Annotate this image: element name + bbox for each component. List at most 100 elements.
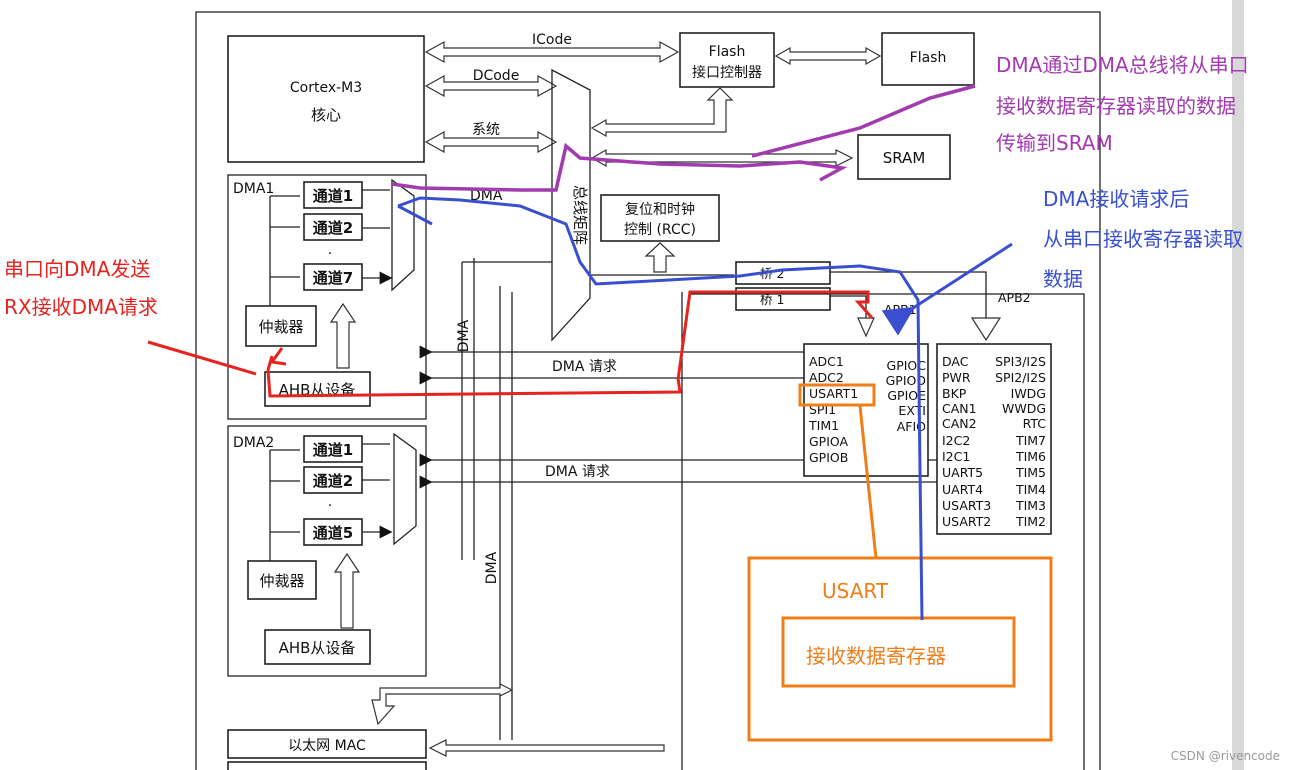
dma2-arbiter: 仲裁器: [259, 572, 304, 590]
apb2-left-1: ADC2: [809, 370, 844, 385]
apb2-arrow-head: [970, 317, 1002, 342]
cortex-label: Cortex-M3: [290, 80, 362, 96]
apb2-label: APB2: [998, 290, 1031, 305]
red-pointer-line: [147, 340, 257, 376]
dma2-ahb-slave: AHB从设备: [279, 639, 356, 657]
bus-matrix-label: 总线矩阵: [571, 185, 589, 245]
apb2-right-3: EXTI: [898, 403, 926, 418]
apb1-arrow-head: [857, 317, 875, 338]
red-arrow-head: [269, 347, 287, 366]
apb1-right-7: TIM5: [1015, 465, 1046, 480]
dma2-channel-5: 通道5: [313, 524, 353, 542]
apb1-right-0: SPI3/I2S: [995, 354, 1046, 369]
dma1-title: DMA1: [233, 181, 274, 197]
dma-bus-label: DMA: [470, 188, 503, 204]
dma2-title: DMA2: [233, 435, 274, 451]
dma-bus-columns: [461, 258, 552, 740]
blue-annotation-line3: 数据: [1043, 267, 1083, 291]
watermark: CSDN @rivencode: [1171, 749, 1280, 763]
vertical-dma-label-2: DMA: [484, 551, 500, 584]
cortex-core-block: Cortex-M3 核心: [227, 35, 425, 163]
red-request-path-bottom: [266, 355, 682, 398]
blue-read-path: [397, 196, 924, 621]
rcc-arrow: [644, 242, 676, 273]
apb1-left-5: I2C2: [942, 433, 970, 448]
dma2-channel-2: 通道2: [313, 472, 353, 490]
flash-link-arrow: [774, 46, 882, 66]
apb1-right-5: TIM7: [1015, 433, 1046, 448]
apb1-right-3: WWDG: [1002, 401, 1046, 416]
dma2-channel-1: 通道1: [313, 441, 353, 459]
red-request-path-top: [676, 290, 874, 381]
core-bus-arrows: ICode DCode 系统: [424, 32, 680, 154]
dma1-channel-7: 通道7: [313, 269, 353, 287]
apb2-left-4: TIM1: [808, 418, 839, 433]
apb1-left-7: UART5: [942, 465, 983, 480]
flash-ctrl-label: Flash: [709, 44, 746, 60]
dma1-block: DMA1 通道1 通道2 · 通道7 仲裁器 AHB从设备: [227, 174, 427, 420]
apb-frame-lines: [681, 292, 1085, 770]
rx-register-label: 接收数据寄存器: [806, 644, 946, 668]
apb1-right-2: IWDG: [1011, 386, 1046, 401]
dma1-channel-1: 通道1: [313, 187, 353, 205]
ethernet-link-arrow: [428, 739, 665, 757]
usart1-connector: [858, 405, 878, 559]
apb1-left-10: USART2: [942, 514, 991, 529]
usart1-highlight: [798, 383, 876, 407]
usart-box-label: USART: [822, 579, 889, 603]
purple-annotation-line2: 接收数据寄存器读取的数据: [996, 94, 1236, 118]
scrollbar-track[interactable]: [1232, 0, 1244, 770]
purple-annotation-line1: DMA通过DMA总线将从串口: [996, 53, 1249, 77]
ethernet-arrow: [371, 683, 514, 726]
vertical-dma-label-1: DMA: [456, 319, 472, 352]
apb1-left-8: UART4: [942, 482, 983, 497]
apb1-right-1: SPI2/I2S: [995, 370, 1046, 385]
rcc-block: 复位和时钟 控制 (RCC): [600, 194, 720, 242]
blue-read-path-tail: [397, 204, 433, 226]
apb1-left-0: DAC: [942, 354, 969, 369]
rcc-label: 复位和时钟: [625, 201, 695, 218]
cortex-core-label: 核心: [311, 106, 341, 124]
rx-register-box: [781, 616, 1016, 688]
apb2-left-5: GPIOA: [809, 434, 849, 449]
dma1-arbiter: 仲裁器: [258, 318, 303, 336]
flash-block: Flash: [881, 32, 975, 86]
apb1-peripheral-block: DAC PWR BKP CAN1 CAN2 I2C2 I2C1 UART5 UA…: [936, 343, 1052, 535]
system-bus-label: 系统: [472, 122, 500, 138]
apb2-line: [830, 271, 987, 318]
apb2-right-4: AFIO: [897, 419, 926, 434]
svg-text:·: ·: [328, 246, 332, 262]
apb2-right-2: GPIOE: [887, 388, 926, 403]
flash-label: Flash: [910, 50, 947, 66]
apb1-right-8: TIM4: [1015, 482, 1046, 497]
blue-annotation-line1: DMA接收请求后: [1043, 187, 1189, 211]
apb1-right-10: TIM2: [1015, 514, 1046, 529]
sram-block: SRAM: [857, 134, 951, 180]
purple-transfer-path: [391, 142, 848, 192]
apb2-right-0: GPIOC: [887, 358, 927, 373]
apb1-right-6: TIM6: [1015, 449, 1046, 464]
apb1-left-9: USART3: [942, 498, 991, 513]
apb1-left-3: CAN1: [942, 401, 977, 416]
ethernet-label: 以太网 MAC: [288, 738, 366, 754]
icode-label: ICode: [532, 32, 572, 48]
apb2-right-1: GPIOD: [886, 373, 926, 388]
blue-pointer-line: [881, 242, 1013, 336]
apb1-right-4: RTC: [1023, 416, 1047, 431]
ethernet-block: 以太网 MAC: [227, 729, 427, 759]
apb1-left-2: BKP: [942, 386, 967, 401]
dcode-label: DCode: [473, 68, 520, 84]
diagram-frame: [195, 11, 1101, 770]
bus-matrix: 总线矩阵: [551, 68, 591, 342]
svg-text:·: ·: [328, 498, 332, 514]
matrix-to-flash-arrow: [590, 87, 734, 138]
apb1-left-4: CAN2: [942, 416, 977, 431]
dma-request-label-2: DMA 请求: [545, 464, 610, 480]
purple-pointer-line: [751, 84, 976, 158]
sram-label: SRAM: [883, 149, 926, 167]
apb2-left-6: GPIOB: [809, 450, 848, 465]
purple-annotation-line3: 传输到SRAM: [996, 131, 1113, 155]
dma-request-label-1: DMA 请求: [552, 359, 617, 375]
apb1-left-1: PWR: [942, 370, 971, 385]
